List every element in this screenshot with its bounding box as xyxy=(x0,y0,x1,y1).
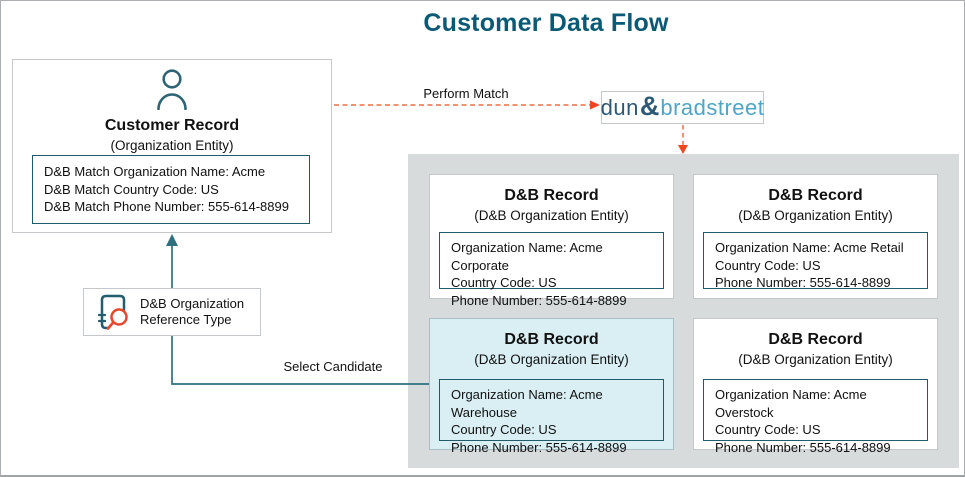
field-country: Country Code: US xyxy=(715,257,821,273)
person-icon xyxy=(157,69,187,111)
field-org-name: Organization Name: Acme Overstock xyxy=(715,387,867,420)
dun-bradstreet-logo-box: dun & bradstreet xyxy=(601,91,764,124)
field-phone: Phone Number: 555-614-8899 xyxy=(715,275,891,290)
field-match-country: D&B Match Country Code: US xyxy=(44,181,219,197)
reference-type-label: D&B Organization Reference Type xyxy=(140,296,245,327)
page-title: Customer Data Flow xyxy=(423,9,669,37)
record-subtitle: (D&B Organization Entity) xyxy=(738,208,893,223)
record-title: D&B Record xyxy=(504,187,599,204)
field-org-name: Organization Name: Acme Corporate xyxy=(451,240,603,273)
perform-match-arrow xyxy=(334,100,600,110)
customer-record-box: Customer Record (Organization Entity) D&… xyxy=(12,59,332,233)
dnb-record-warehouse-selected: D&B Record (D&B Organization Entity) Org… xyxy=(429,318,674,455)
record-fields: Organization Name: Acme Warehouse Countr… xyxy=(439,379,664,455)
field-phone: Phone Number: 555-614-8899 xyxy=(451,292,627,308)
record-title: D&B Record xyxy=(768,187,863,204)
dnb-record-overstock: D&B Record (D&B Organization Entity) Org… xyxy=(693,318,938,455)
customer-record-fields: D&B Match Organization Name: Acme D&B Ma… xyxy=(32,155,310,224)
record-subtitle: (D&B Organization Entity) xyxy=(474,352,629,367)
logo-word-bradstreet: bradstreet xyxy=(660,94,765,120)
customer-record-subtitle: (Organization Entity) xyxy=(110,138,234,153)
dnb-record-retail: D&B Record (D&B Organization Entity) Org… xyxy=(693,174,938,299)
match-results-arrow xyxy=(678,125,688,154)
perform-match-label: Perform Match xyxy=(423,86,509,101)
field-country: Country Code: US xyxy=(451,422,557,437)
field-org-name: Organization Name: Acme Retail xyxy=(715,240,904,255)
field-match-org-name: D&B Match Organization Name: Acme xyxy=(44,164,266,179)
field-org-name: Organization Name: Acme Warehouse xyxy=(451,387,603,420)
record-title: D&B Record xyxy=(768,331,863,348)
record-subtitle: (D&B Organization Entity) xyxy=(474,208,629,223)
select-candidate-label: Select Candidate xyxy=(263,359,403,374)
book-search-icon xyxy=(97,294,128,330)
record-fields: Organization Name: Acme Retail Country C… xyxy=(703,232,928,290)
field-match-phone: D&B Match Phone Number: 555-614-8899 xyxy=(44,199,289,214)
field-phone: Phone Number: 555-614-8899 xyxy=(451,439,627,455)
dnb-record-corporate: D&B Record (D&B Organization Entity) Org… xyxy=(429,174,674,308)
record-fields: Organization Name: Acme Corporate Countr… xyxy=(439,232,664,308)
customer-record-title: Customer Record xyxy=(104,117,240,134)
field-country: Country Code: US xyxy=(715,422,821,437)
reference-type-box: D&B Organization Reference Type xyxy=(83,288,261,336)
field-country: Country Code: US xyxy=(451,275,557,290)
record-title: D&B Record xyxy=(504,331,599,348)
logo-ampersand-icon: & xyxy=(639,91,660,121)
record-fields: Organization Name: Acme Overstock Countr… xyxy=(703,379,928,455)
logo-word-dun: dun xyxy=(600,94,639,120)
field-phone: Phone Number: 555-614-8899 xyxy=(715,439,891,455)
record-subtitle: (D&B Organization Entity) xyxy=(738,352,893,367)
